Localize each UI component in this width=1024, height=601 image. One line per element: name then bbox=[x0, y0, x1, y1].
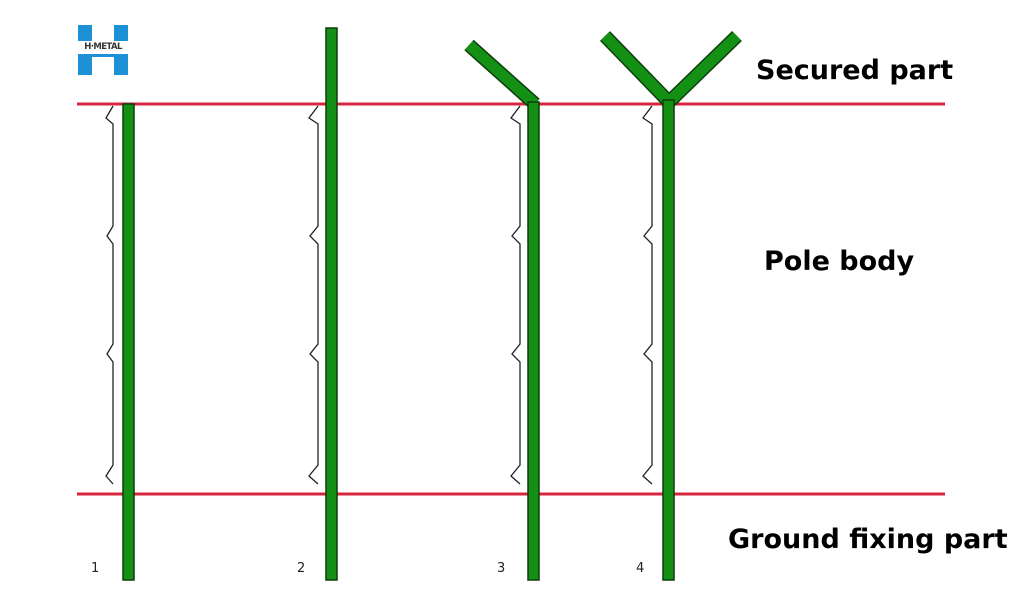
pole-2-brace bbox=[308, 105, 319, 485]
pole-number-1: 1 bbox=[91, 561, 100, 576]
pole-4 bbox=[599, 30, 742, 581]
secured-part-label: Secured part bbox=[756, 55, 954, 86]
pole-1 bbox=[122, 103, 135, 581]
pole-number-4: 4 bbox=[636, 561, 645, 576]
pole-number-2: 2 bbox=[297, 561, 306, 576]
pole-4-shaft bbox=[662, 99, 675, 581]
ground-fixing-part-label: Ground fixing part bbox=[728, 524, 1008, 555]
pole-3-shaft bbox=[527, 101, 540, 581]
h-metal-logo: H·METAL bbox=[78, 25, 128, 75]
pole-2 bbox=[325, 27, 338, 581]
pole-body-label: Pole body bbox=[764, 246, 915, 277]
logo-text: H·METAL bbox=[78, 41, 128, 54]
pole-1-brace bbox=[105, 105, 114, 485]
pole-number-3: 3 bbox=[497, 561, 506, 576]
pole-3-brace bbox=[510, 105, 521, 485]
pole-3 bbox=[464, 39, 540, 581]
pole-4-brace bbox=[642, 105, 653, 485]
